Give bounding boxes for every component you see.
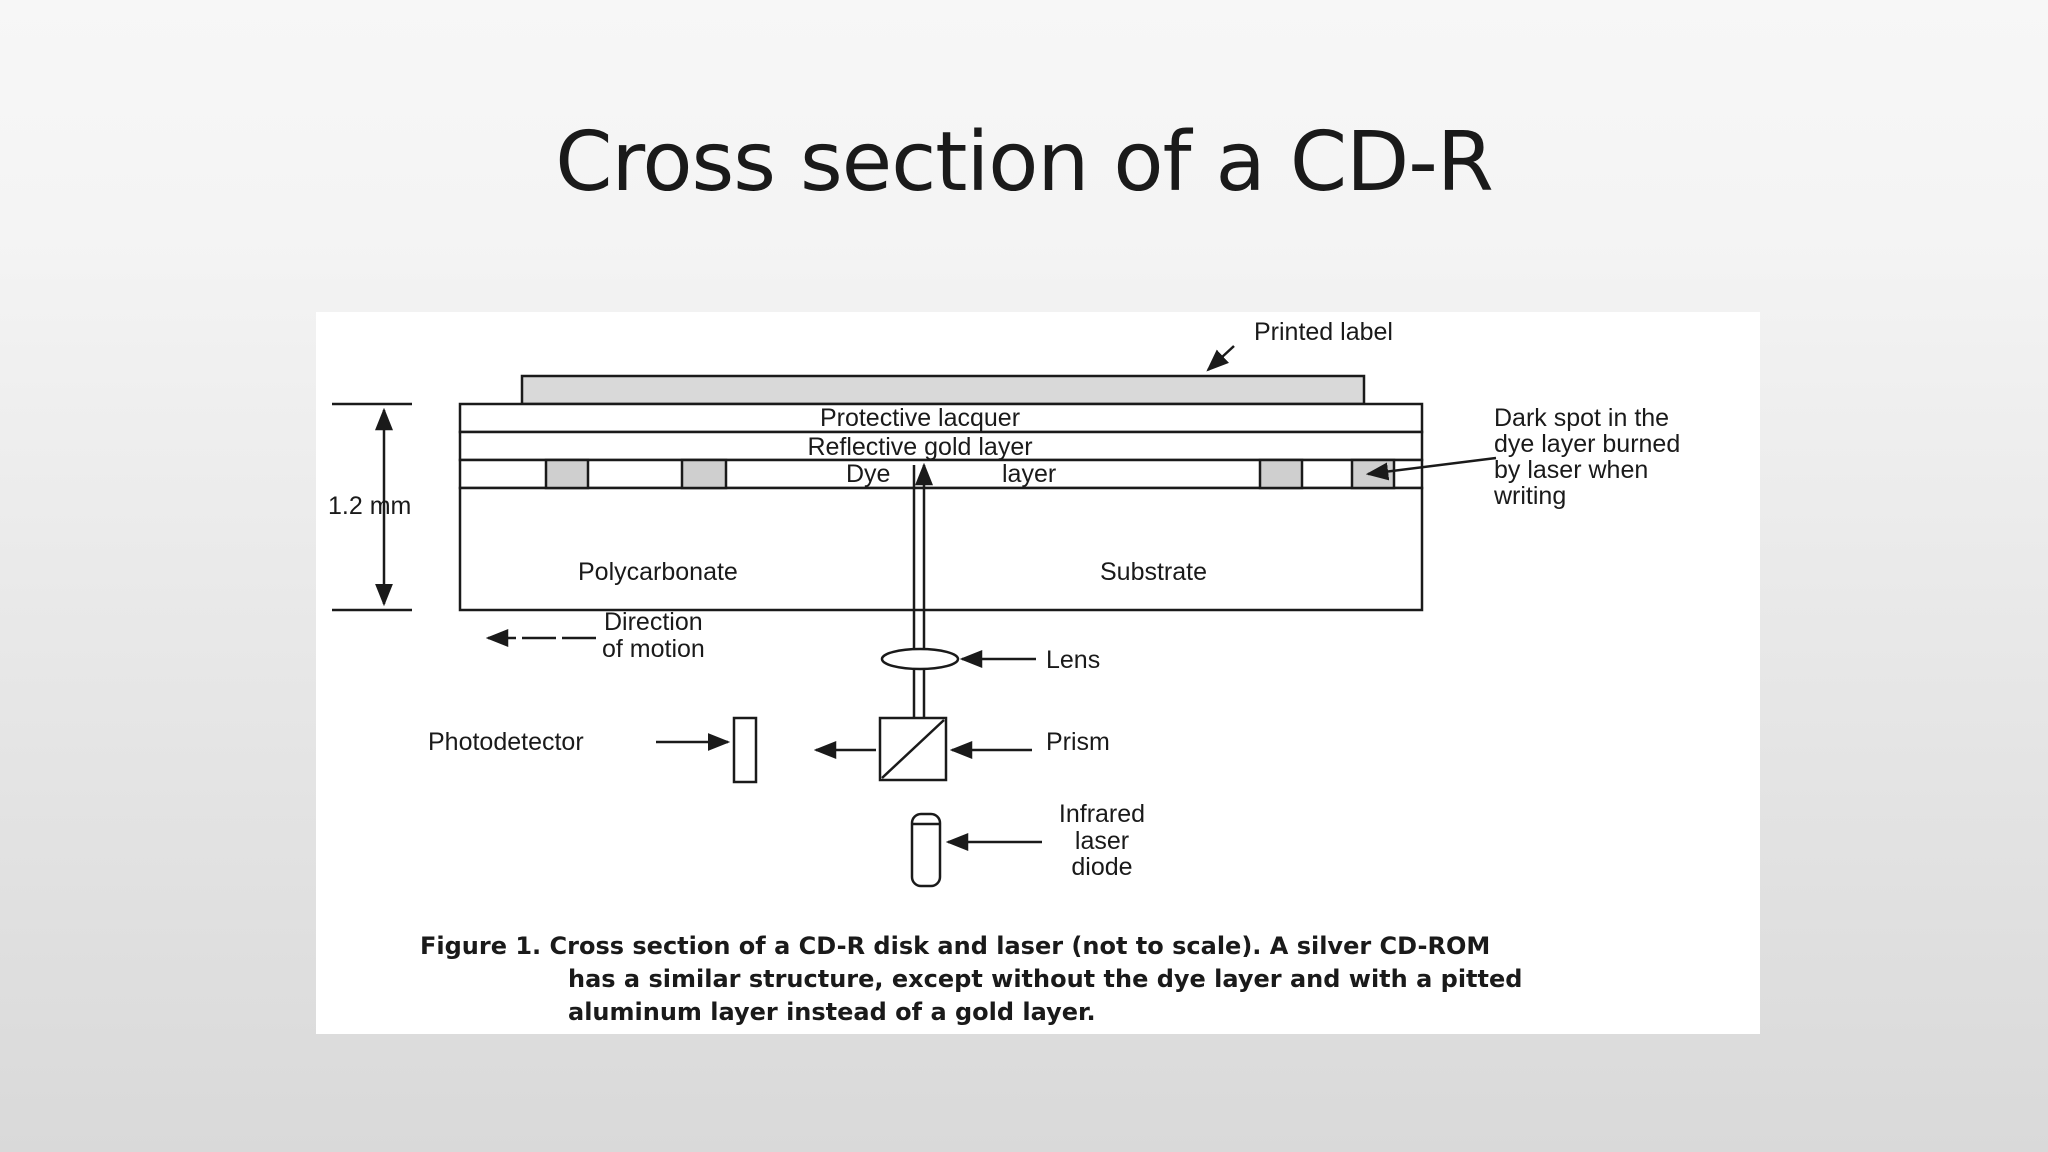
label-prism: Prism <box>1046 728 1110 756</box>
caption-line-2: has a similar structure, except without … <box>568 965 1523 993</box>
label-polycarbonate: Polycarbonate <box>578 558 738 586</box>
caption-line-1: Figure 1. Cross section of a CD-R disk a… <box>420 932 1491 960</box>
dark-spot-pointer <box>1365 456 1497 481</box>
photodetector-shape <box>732 716 758 784</box>
caption-line-3: aluminum layer instead of a gold layer. <box>568 998 1096 1026</box>
polycarbonate-substrate <box>458 486 1424 612</box>
label-substrate: Substrate <box>1100 558 1207 586</box>
lens-shape <box>880 647 960 671</box>
label-lens: Lens <box>1046 646 1100 674</box>
label-dark-spot-4: writing <box>1493 482 1566 510</box>
cross-section-diagram: Printed label Protective lacquer Reflect… <box>328 318 1680 888</box>
label-thickness: 1.2 mm <box>328 492 411 520</box>
dark-spot <box>544 458 590 490</box>
label-of-motion: of motion <box>602 635 705 663</box>
printed-label-strip <box>520 374 1366 406</box>
laser-diode-shape <box>910 812 942 888</box>
label-dark-spot-2: dye layer burned <box>1494 430 1680 458</box>
slide-title: Cross section of a CD-R <box>555 115 1494 210</box>
label-layer: layer <box>1002 460 1056 488</box>
label-dark-spot-1: Dark spot in the <box>1494 404 1669 432</box>
label-printed-label: Printed label <box>1254 318 1393 346</box>
figure-caption: Figure 1. Cross section of a CD-R disk a… <box>420 930 1720 1029</box>
label-laser: laser <box>1075 827 1129 855</box>
label-photodetector: Photodetector <box>428 728 584 756</box>
label-infrared: Infrared <box>1059 800 1145 828</box>
label-direction: Direction <box>604 608 703 636</box>
label-protective-lacquer: Protective lacquer <box>820 404 1020 432</box>
label-diode: diode <box>1071 853 1132 881</box>
cdr-cross-section-figure: Printed label Protective lacquer Reflect… <box>316 312 1760 1034</box>
dark-spot <box>1258 458 1304 490</box>
dark-spot <box>680 458 728 490</box>
printed-label-pointer <box>1206 345 1235 372</box>
label-dark-spot-3: by laser when <box>1494 456 1648 484</box>
label-dye: Dye <box>846 460 890 488</box>
label-reflective-gold-layer: Reflective gold layer <box>807 433 1032 461</box>
